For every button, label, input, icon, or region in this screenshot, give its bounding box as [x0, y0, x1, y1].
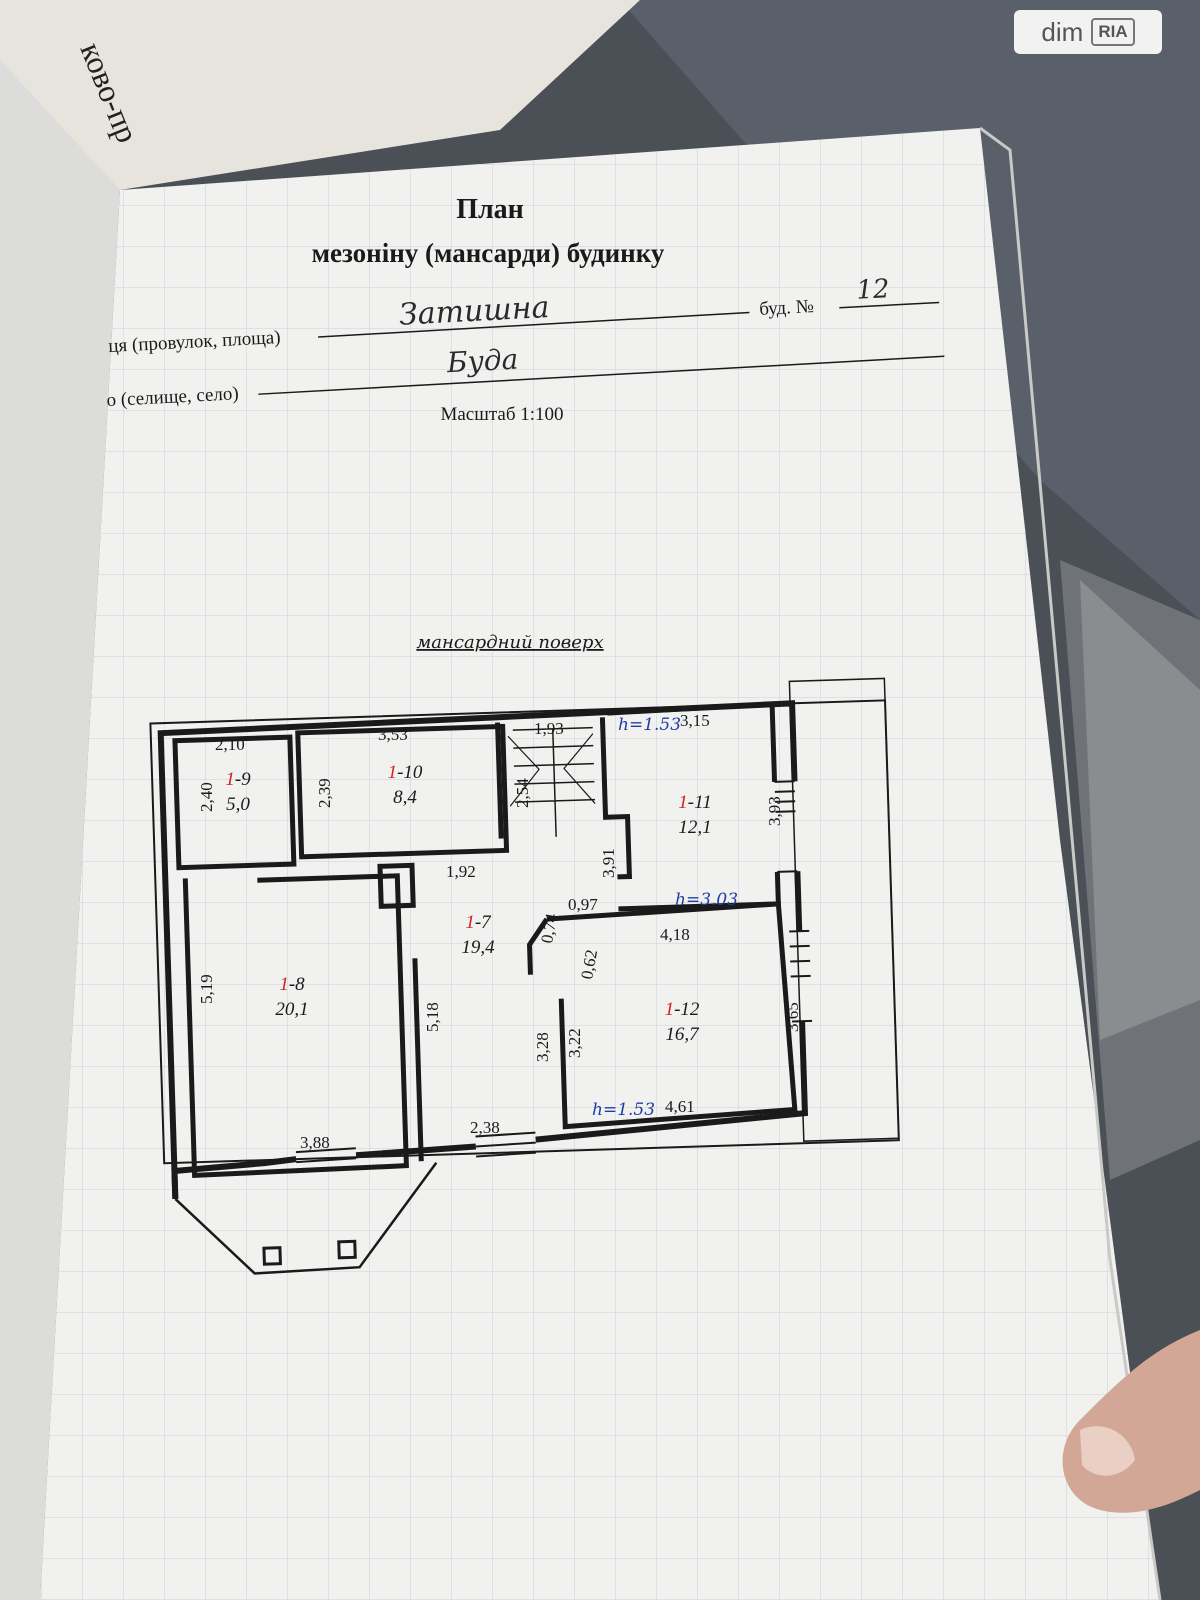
place-value: Буда [445, 343, 519, 380]
dim-3-91: 3,91 [599, 848, 618, 878]
height-note-2: h=3.03 [675, 890, 738, 910]
dimension-labels: 2,10 3,53 1,93 3,15 2,40 2,39 2,54 3,93 … [197, 711, 802, 1152]
dim-0-62: 0,62 [577, 948, 601, 981]
dim-4-18: 4,18 [660, 925, 690, 944]
dim-2-40: 2,40 [197, 782, 216, 812]
watermark-ria: RIA [1091, 18, 1135, 46]
house-value: 12 [856, 274, 891, 306]
watermark-dim: dim [1041, 16, 1084, 47]
room-labels: 1-9 5,0 1-10 8,4 1-11 12,1 1-7 19,4 1-8 … [225, 762, 711, 1045]
dim-ria-watermark: dim RIA [1014, 10, 1162, 54]
room-7-label: 1-7 [465, 912, 492, 933]
dim-2-10: 2,10 [215, 735, 245, 754]
floor-plan [149, 677, 900, 1275]
dim-3-88: 3,88 [300, 1133, 330, 1152]
height-note-3: h=1.53 [592, 1100, 655, 1120]
background-booklet [0, 0, 640, 190]
page-title: План [456, 194, 524, 225]
room-8-area: 20,1 [275, 999, 308, 1020]
height-note-1: h=1.53 [618, 715, 681, 735]
room-12-area: 16,7 [665, 1024, 700, 1045]
dim-2-38: 2,38 [470, 1118, 500, 1137]
dim-3-53: 3,53 [378, 725, 408, 744]
street-value: Затишна [398, 290, 550, 333]
dim-0-97: 0,97 [568, 895, 598, 914]
floor-label: мансардний поверх [416, 632, 603, 653]
dim-1-93: 1,93 [534, 719, 564, 738]
height-notes: h=1.53 h=3.03 h=1.53 [592, 715, 738, 1120]
dim-4-61: 4,61 [665, 1097, 695, 1116]
room-8-label: 1-8 [279, 974, 305, 995]
dim-2-54: 2,54 [513, 778, 532, 808]
dim-0-74: 0,74 [537, 912, 561, 945]
room-9-label: 1-9 [225, 769, 251, 790]
page-subtitle: мезоніну (мансарди) будинку [312, 238, 665, 268]
scale-label: Масштаб 1:100 [440, 404, 563, 425]
dim-3-22: 3,22 [565, 1028, 584, 1058]
dim-1-92: 1,92 [446, 862, 476, 881]
dim-5-18: 5,18 [423, 1002, 442, 1032]
room-7-area: 19,4 [461, 937, 495, 958]
dim-2-39: 2,39 [315, 778, 334, 808]
left-page [0, 60, 120, 1600]
dim-3-15: 3,15 [680, 711, 710, 730]
room-11-label: 1-11 [678, 792, 711, 813]
house-label: буд. № [759, 296, 815, 320]
dim-3-28: 3,28 [533, 1032, 552, 1062]
dim-3-65: 3,65 [783, 1002, 802, 1032]
room-9-area: 5,0 [226, 794, 250, 815]
room-10-label: 1-10 [388, 762, 423, 783]
room-12-label: 1-12 [665, 999, 700, 1020]
room-10-area: 8,4 [393, 787, 417, 808]
dim-3-93: 3,93 [765, 796, 784, 826]
room-11-area: 12,1 [678, 817, 711, 838]
document-page [40, 126, 1162, 1600]
dim-5-19: 5,19 [197, 974, 216, 1004]
